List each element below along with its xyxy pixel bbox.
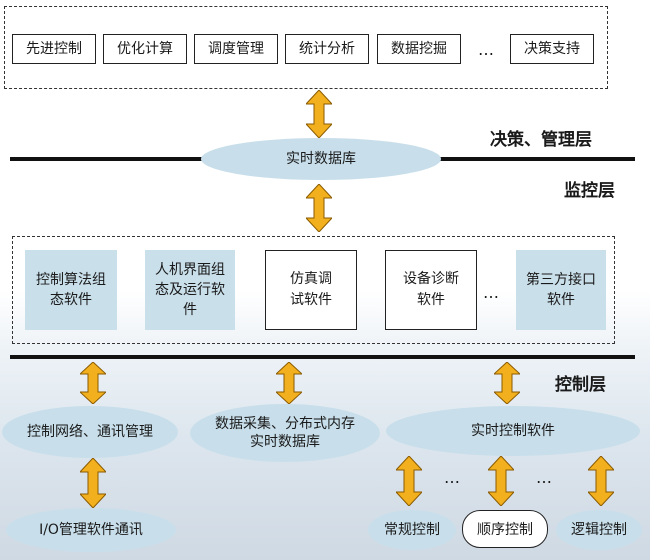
arrow-to-realtime-ctrl — [494, 362, 520, 404]
modules-ellipsis: … — [478, 40, 495, 59]
arrow-modules-db — [306, 90, 332, 138]
software-control-algorithm: 控制算法组态软件 — [25, 250, 117, 330]
module-scheduling: 调度管理 — [194, 34, 278, 64]
sequence-control: 顺序控制 — [462, 510, 548, 548]
label-monitor-layer: 监控层 — [564, 181, 615, 201]
arrow-logic-control — [588, 456, 614, 506]
arrow-sequence-control — [488, 456, 514, 506]
decision-modules-group — [4, 6, 608, 89]
software-hmi: 人机界面组态及运行软件 — [145, 250, 235, 330]
io-management-comm: I/O管理软件通讯 — [6, 508, 176, 552]
software-simulation: 仿真调试软件 — [265, 250, 357, 330]
software-third-party: 第三方接口软件 — [516, 250, 606, 330]
realtime-database: 实时数据库 — [201, 138, 441, 180]
monitor-software-group — [12, 236, 615, 344]
module-data-mining: 数据挖掘 — [377, 34, 461, 64]
arrow-db-monitor — [306, 184, 332, 232]
arrow-to-network — [80, 362, 106, 404]
arrow-regular-control — [396, 456, 422, 506]
module-optimization: 优化计算 — [103, 34, 187, 64]
regular-control: 常规控制 — [368, 510, 456, 550]
arrow-to-data-acq — [276, 362, 302, 404]
logic-control: 逻辑控制 — [556, 510, 642, 550]
layer-divider-2 — [10, 355, 635, 359]
realtime-control-software: 实时控制软件 — [386, 406, 640, 456]
software-ellipsis: … — [483, 283, 500, 302]
software-diagnosis: 设备诊断软件 — [385, 250, 477, 330]
module-decision-support: 决策支持 — [510, 34, 594, 64]
label-control-layer: 控制层 — [555, 375, 606, 395]
control-ellipsis-2: … — [536, 468, 553, 487]
control-ellipsis-1: … — [444, 468, 461, 487]
label-decision-layer: 决策、管理层 — [490, 130, 592, 150]
arrow-network-io — [80, 458, 106, 508]
module-advanced-control: 先进控制 — [12, 34, 96, 64]
module-statistics: 统计分析 — [285, 34, 369, 64]
network-comm-management: 控制网络、通讯管理 — [2, 406, 178, 458]
data-acquisition-db: 数据采集、分布式内存实时数据库 — [190, 404, 380, 462]
